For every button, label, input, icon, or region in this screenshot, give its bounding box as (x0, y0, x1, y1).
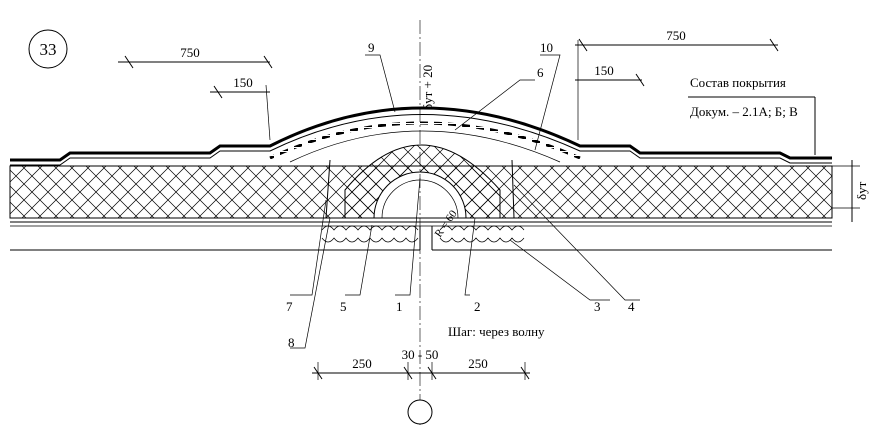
dim-thickness: δут (854, 181, 869, 200)
dim-bottom-right-250: 250 (468, 356, 488, 371)
composition-doc: Докум. – 2.1А; Б; В (690, 104, 798, 119)
ridge-dome (344, 144, 501, 219)
composition-note: Состав покрытия Докум. – 2.1А; Б; В (688, 75, 816, 155)
composition-title: Состав покрытия (690, 75, 786, 90)
callout-7: 7 (286, 299, 293, 314)
axis-marker-circle (407, 399, 433, 425)
callout-8: 8 (288, 335, 295, 350)
dim-left-150: 150 (233, 75, 253, 90)
dim-vertical-top: δут + 20 (420, 65, 435, 110)
bottom-dimensions: 250 30 - 50 250 (312, 347, 530, 380)
callout-10: 10 (540, 40, 553, 55)
dim-right-150: 150 (594, 63, 614, 78)
dim-bottom-gap: 30 - 50 (402, 347, 439, 362)
callout-5: 5 (340, 299, 347, 314)
callout-9: 9 (368, 40, 375, 55)
callout-1: 1 (396, 299, 403, 314)
callout-4: 4 (628, 299, 635, 314)
dim-left-750: 750 (180, 45, 200, 60)
callout-6: 6 (537, 65, 544, 80)
detail-number: 33 (40, 40, 57, 59)
detail-number-badge: 33 (28, 29, 68, 69)
callout-leaders (290, 54, 640, 349)
step-note: Шаг: через волну (448, 324, 545, 339)
dim-right-750: 750 (666, 28, 686, 43)
top-left-dimensions: 750 150 (118, 45, 273, 141)
dim-bottom-left-250: 250 (352, 356, 372, 371)
top-right-dimensions: 750 150 (575, 28, 779, 140)
callout-3: 3 (594, 299, 601, 314)
callout-2: 2 (474, 299, 481, 314)
roofing-layers (10, 106, 832, 166)
right-thickness-dim: δут (832, 160, 869, 222)
fasteners (325, 159, 515, 219)
ridge-filler (321, 225, 525, 243)
